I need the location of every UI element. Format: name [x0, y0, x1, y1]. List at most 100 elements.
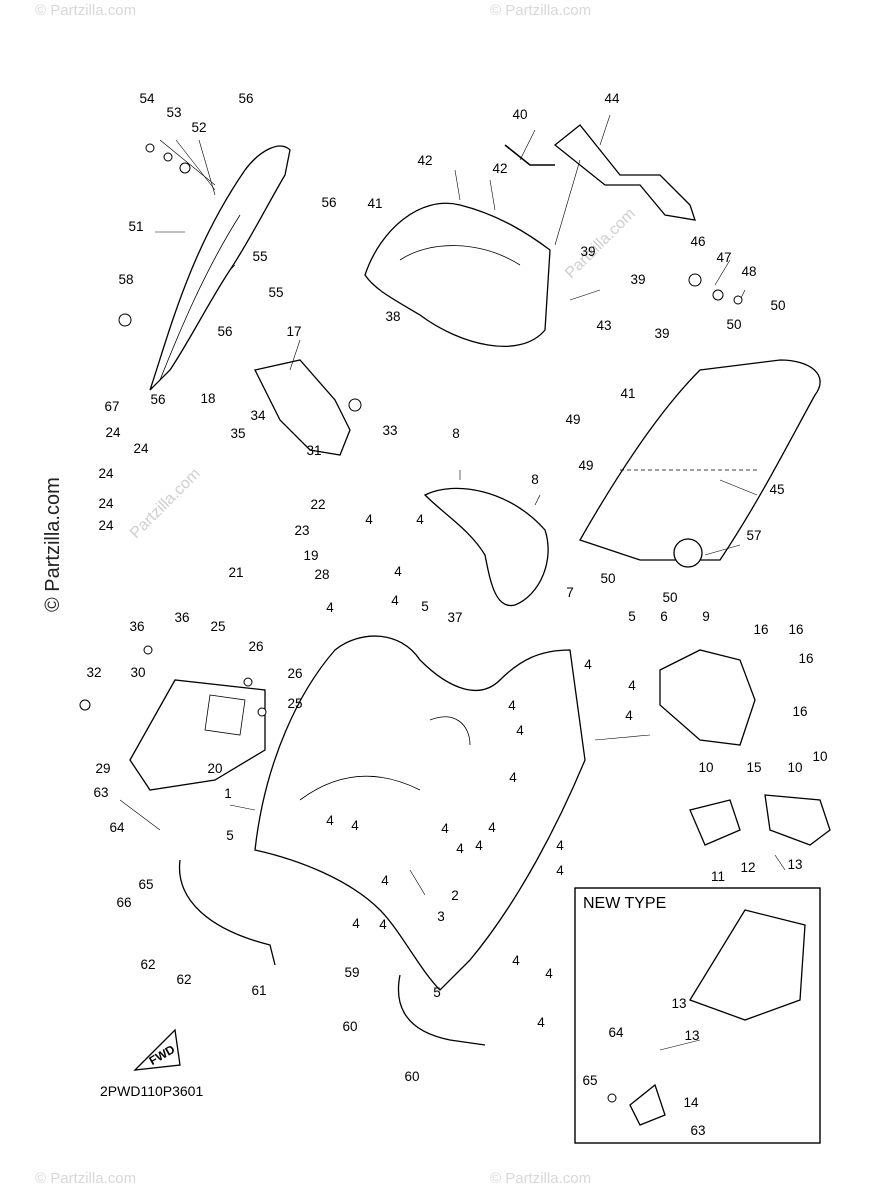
- callout-number: 65: [582, 1073, 597, 1088]
- callout-number: 24: [105, 425, 121, 440]
- callout-number: 4: [475, 838, 483, 853]
- callout-number: 65: [138, 877, 153, 892]
- callout-number: 56: [150, 392, 165, 407]
- callout-number: 47: [716, 250, 731, 265]
- callout-number: 4: [537, 1015, 545, 1030]
- callout-number: 34: [250, 408, 266, 423]
- callout-number: 4: [351, 818, 359, 833]
- callout-number: 2: [451, 888, 459, 903]
- callout-number: 67: [104, 399, 119, 414]
- callout-number: 33: [382, 423, 397, 438]
- callout-numbers: 5453525656515555585656173435313318672424…: [86, 91, 827, 1138]
- callout-number: 49: [565, 412, 580, 427]
- callout-number: 4: [416, 512, 424, 527]
- watermark-top-left: © Partzilla.com: [35, 2, 137, 19]
- callout-number: 25: [210, 619, 225, 634]
- callout-number: 24: [98, 518, 114, 533]
- callout-number: 4: [365, 512, 373, 527]
- callout-number: 10: [812, 749, 827, 764]
- callout-number: 4: [379, 917, 387, 932]
- callout-number: 5: [226, 828, 234, 843]
- callout-number: 4: [508, 698, 516, 713]
- callout-number: 40: [512, 107, 527, 122]
- callout-number: 4: [509, 770, 517, 785]
- callout-number: 62: [176, 972, 191, 987]
- callout-number: 56: [217, 324, 232, 339]
- watermark-bottom-right: © Partzilla.com: [490, 1170, 592, 1187]
- callout-number: 55: [252, 249, 267, 264]
- callout-number: 12: [740, 860, 755, 875]
- callout-number: 19: [303, 548, 318, 563]
- callout-number: 13: [684, 1028, 699, 1043]
- callout-number: 4: [326, 813, 334, 828]
- callout-number: 64: [608, 1025, 624, 1040]
- callout-number: 50: [726, 317, 741, 332]
- callout-number: 3: [437, 909, 445, 924]
- front-top-panel-part: [364, 202, 551, 348]
- fwd-label-icon: FWD: [147, 1042, 178, 1068]
- callout-number: 15: [746, 760, 761, 775]
- bracket-part: [553, 124, 696, 221]
- callout-number: 5: [433, 985, 441, 1000]
- callout-number: 37: [447, 610, 462, 625]
- callout-number: 13: [671, 996, 686, 1011]
- leg-shield-part: [254, 635, 586, 991]
- callout-number: 9: [702, 609, 710, 624]
- callout-number: 42: [417, 153, 432, 168]
- callout-number: 39: [630, 272, 645, 287]
- callout-number: 52: [191, 120, 206, 135]
- callout-number: 35: [230, 426, 245, 441]
- callout-number: 30: [130, 665, 145, 680]
- callout-number: 32: [86, 665, 101, 680]
- callout-number: 5: [628, 609, 636, 624]
- callout-number: 16: [753, 622, 768, 637]
- callout-number: 16: [798, 651, 813, 666]
- callout-number: 59: [344, 965, 359, 980]
- callout-number: 24: [133, 441, 149, 456]
- callout-number: 16: [788, 622, 803, 637]
- callout-number: 53: [166, 105, 181, 120]
- callout-number: 56: [238, 91, 253, 106]
- storage-box-part: [129, 679, 266, 791]
- callout-number: 25: [287, 696, 302, 711]
- callout-number: 4: [545, 966, 553, 981]
- callout-number: 4: [441, 821, 449, 836]
- callout-number: 21: [228, 565, 243, 580]
- callout-number: 60: [342, 1019, 357, 1034]
- callout-number: 28: [314, 567, 329, 582]
- callout-number: 4: [516, 723, 524, 738]
- callout-number: 61: [251, 983, 266, 998]
- callout-number: 36: [129, 619, 144, 634]
- callout-number: 57: [746, 528, 761, 543]
- callout-number: 7: [566, 585, 574, 600]
- callout-number: 4: [391, 593, 399, 608]
- callout-number: 5: [421, 599, 429, 614]
- callout-number: 51: [128, 219, 143, 234]
- callout-number: 1: [224, 786, 232, 801]
- new-type-label: NEW TYPE: [583, 895, 667, 912]
- duct-part: [254, 359, 351, 456]
- watermark-top-right: © Partzilla.com: [490, 2, 592, 19]
- callout-number: 55: [268, 285, 283, 300]
- callout-number: 4: [628, 678, 636, 693]
- callout-number: 36: [174, 610, 189, 625]
- callout-number: 4: [352, 916, 360, 931]
- callout-number: 11: [711, 869, 725, 884]
- callout-number: 56: [321, 195, 336, 210]
- callout-number: 63: [93, 785, 108, 800]
- callout-number: 66: [116, 895, 131, 910]
- callout-number: 4: [556, 838, 564, 853]
- fwd-arrow-icon: [133, 1028, 181, 1071]
- callout-number: 39: [580, 244, 595, 259]
- callout-number: 24: [98, 496, 114, 511]
- side-cover-left-part: [149, 145, 291, 391]
- callout-number: 14: [683, 1095, 699, 1110]
- callout-number: 10: [698, 760, 713, 775]
- callout-number: 4: [556, 863, 564, 878]
- callout-number: 41: [367, 196, 382, 211]
- callout-number: 16: [792, 704, 807, 719]
- callout-number: 60: [404, 1069, 419, 1084]
- callout-number: 4: [381, 873, 389, 888]
- callout-number: 22: [310, 497, 325, 512]
- callout-number: 4: [584, 657, 592, 672]
